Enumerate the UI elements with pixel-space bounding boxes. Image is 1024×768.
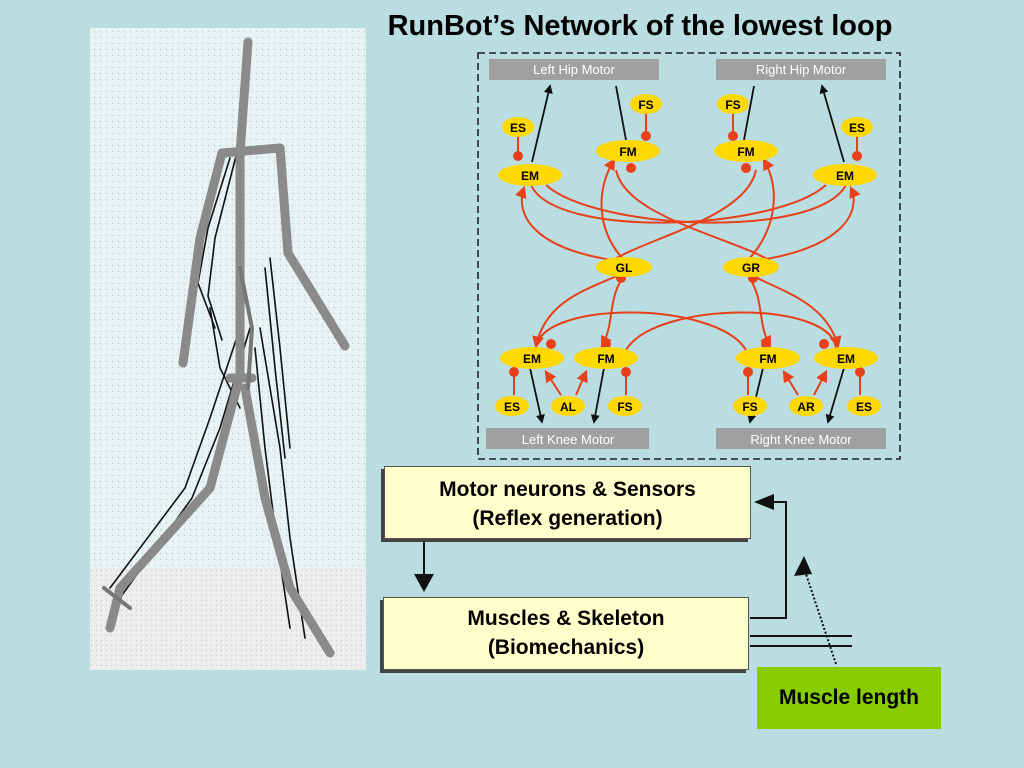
motor-neurons-box: Motor neurons & Sensors (Reflex generati…	[384, 466, 751, 539]
page-title: RunBot’s Network of the lowest loop	[387, 10, 893, 42]
node-es-right-knee	[847, 396, 881, 416]
right-hip-motor-label: Right Hip Motor	[756, 62, 847, 77]
svg-text:FM: FM	[619, 145, 636, 159]
ground-floor	[90, 568, 366, 670]
svg-text:AR: AR	[797, 400, 815, 414]
node-es-left-knee	[495, 396, 529, 416]
stick-figure-panel	[90, 28, 366, 670]
svg-text:FM: FM	[759, 352, 776, 366]
svg-text:ES: ES	[849, 121, 865, 135]
node-fm-left-hip	[596, 140, 660, 162]
node-fm-left-knee	[574, 347, 638, 369]
network-diagram: Left Hip Motor Right Hip Motor Left Knee…	[477, 52, 901, 460]
svg-text:ES: ES	[510, 121, 526, 135]
right-arm	[275, 143, 350, 351]
svg-text:FS: FS	[638, 98, 653, 112]
node-fs-right-hip	[717, 94, 749, 114]
right-leg	[240, 383, 335, 658]
shoulders	[217, 143, 285, 158]
knee-nodes: EM FM FM EM ES AL FS FS AR ES	[495, 347, 881, 416]
node-gl	[596, 257, 652, 277]
node-em-right-hip	[813, 164, 877, 186]
muscles-skeleton-box: Muscles & Skeleton (Biomechanics)	[383, 597, 749, 670]
svg-text:ES: ES	[856, 400, 872, 414]
svg-text:EM: EM	[836, 169, 854, 183]
svg-text:EM: EM	[837, 352, 855, 366]
left-knee-motor-label: Left Knee Motor	[522, 432, 615, 447]
right-knee-motor-label: Right Knee Motor	[750, 432, 852, 447]
svg-text:GL: GL	[616, 261, 633, 275]
node-al	[551, 396, 585, 416]
muscle-length-pointer	[803, 567, 837, 665]
central-nodes: GL GR	[596, 257, 779, 277]
left-hip-motor-label: Left Hip Motor	[533, 62, 615, 77]
svg-text:GR: GR	[742, 261, 760, 275]
node-em-right-knee	[814, 347, 878, 369]
node-ar	[789, 396, 823, 416]
svg-text:FM: FM	[737, 145, 754, 159]
left-knee-motor-bar	[486, 428, 649, 449]
left-hip-motor-bar	[489, 59, 659, 80]
sky-background	[90, 28, 366, 568]
node-fs-right-knee	[733, 396, 767, 416]
right-knee-motor-bar	[716, 428, 886, 449]
svg-text:FS: FS	[725, 98, 740, 112]
svg-text:EM: EM	[523, 352, 541, 366]
hip-nodes: FS FS ES ES FM FM EM EM	[498, 94, 877, 186]
network-border	[477, 52, 901, 460]
node-fm-right-knee	[736, 347, 800, 369]
node-fs-left-hip	[630, 94, 662, 114]
left-leg	[105, 378, 243, 633]
node-es-left-hip	[502, 117, 534, 137]
muscle-box-line2: (Biomechanics)	[487, 636, 645, 659]
svg-text:FS: FS	[617, 400, 632, 414]
node-em-left-knee	[500, 347, 564, 369]
motor-box-line1: Motor neurons & Sensors	[439, 478, 696, 501]
muscle-box-line1: Muscles & Skeleton	[467, 607, 665, 630]
svg-text:EM: EM	[521, 169, 539, 183]
svg-text:FM: FM	[597, 352, 614, 366]
right-hip-motor-bar	[716, 59, 886, 80]
svg-text:ES: ES	[504, 400, 520, 414]
node-em-left-hip	[498, 164, 562, 186]
svg-text:FS: FS	[742, 400, 757, 414]
feedback-line	[750, 501, 787, 619]
muscle-length-label: Muscle length	[757, 667, 941, 729]
stick-figure	[102, 37, 350, 658]
node-fm-right-hip	[714, 140, 778, 162]
left-arm	[178, 148, 227, 368]
node-gr	[723, 257, 779, 277]
node-fs-left-knee	[608, 396, 642, 416]
node-es-right-hip	[841, 117, 873, 137]
svg-text:AL: AL	[560, 400, 576, 414]
motor-box-line2: (Reflex generation)	[472, 507, 663, 530]
